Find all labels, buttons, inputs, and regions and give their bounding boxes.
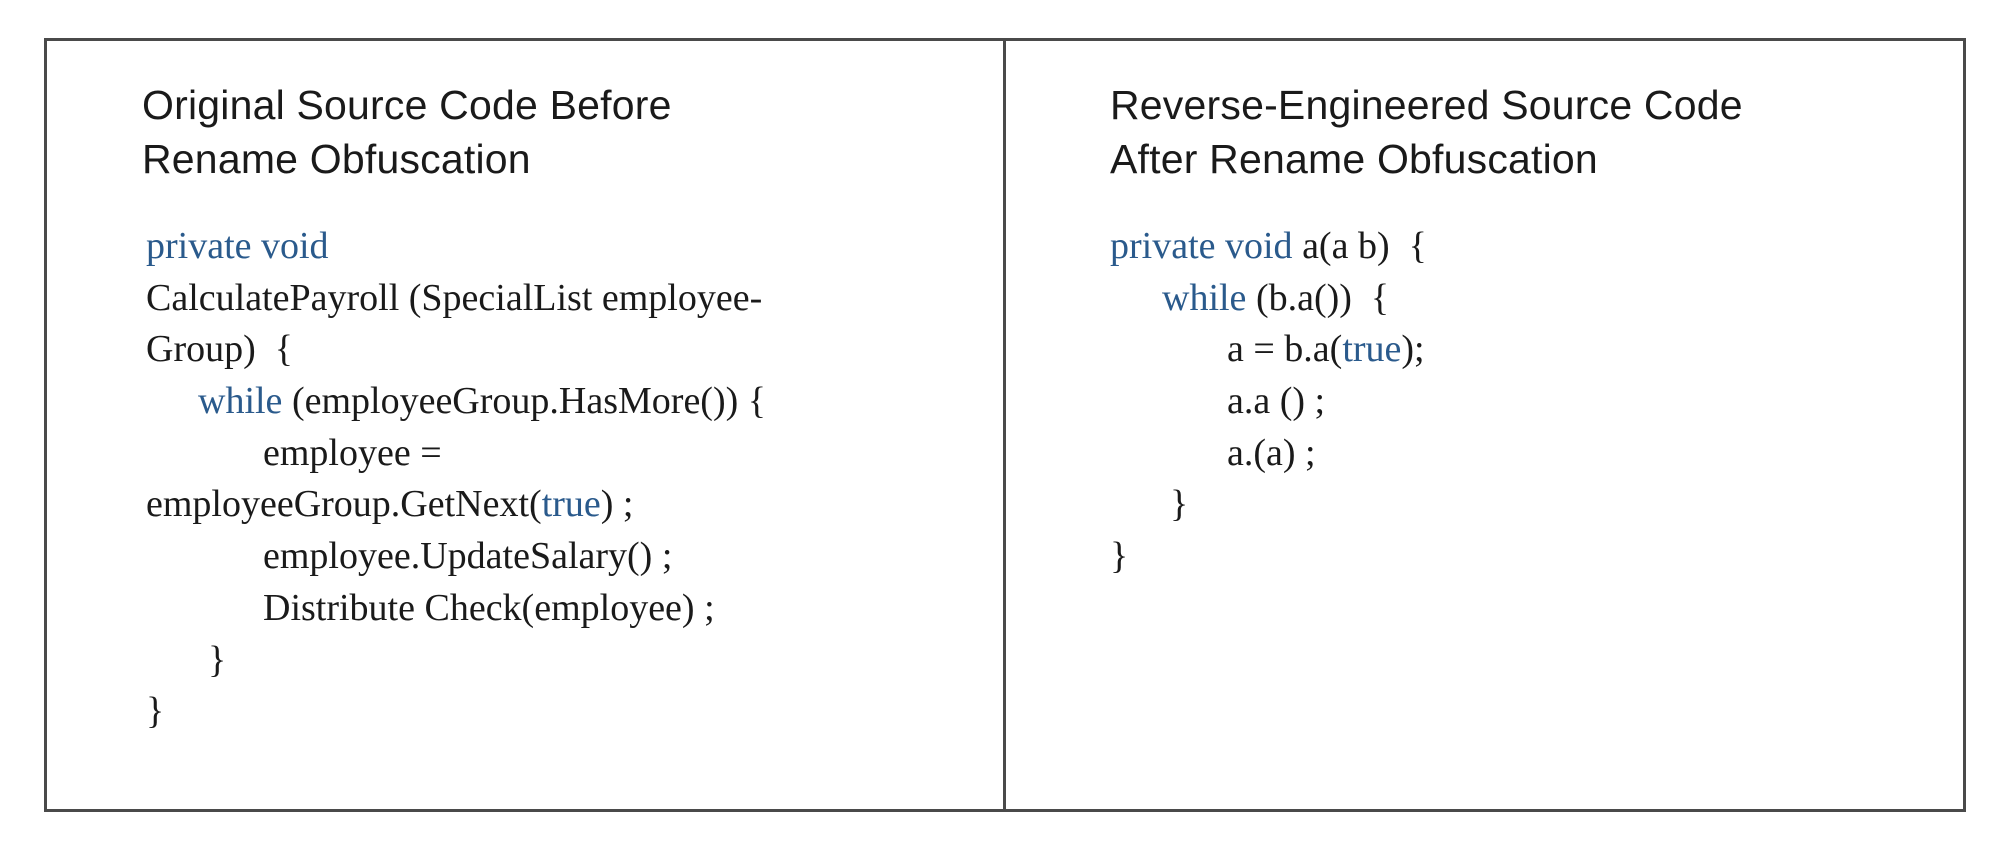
obfuscated-panel-title: Reverse-Engineered Source Code After Ren… [1110, 78, 1743, 186]
code-text: } [1110, 535, 1129, 578]
code-text: a(a b) { [1292, 225, 1427, 267]
panel-divider [1003, 38, 1006, 812]
code-text: } [1170, 483, 1189, 526]
code-line: Distribute Check(employee) ; [146, 583, 766, 635]
code-line: while (b.a()) { [1110, 273, 1427, 325]
code-text: Distribute Check(employee) ; [263, 586, 715, 629]
code-text: ); [1401, 328, 1425, 371]
code-line: private void a(a b) { [1110, 221, 1427, 273]
code-text: a.(a) ; [1227, 431, 1316, 474]
code-text: CalculatePayroll (SpecialList employee- [146, 276, 763, 319]
code-text: (employeeGroup.HasMore()) { [282, 380, 767, 423]
code-line: employee.UpdateSalary() ; [146, 531, 766, 583]
code-text: employee.UpdateSalary() ; [263, 535, 673, 578]
code-keyword: while [1162, 276, 1247, 319]
code-line: a = b.a(true); [1110, 324, 1427, 376]
code-keyword: private void [146, 225, 329, 267]
code-text: ) ; [600, 483, 634, 526]
code-text: } [146, 690, 165, 733]
original-title-line-1: Original Source Code Before [142, 82, 672, 128]
code-line: a.a () ; [1110, 376, 1427, 428]
code-line: } [1110, 479, 1427, 531]
code-line: CalculatePayroll (SpecialList employee- [146, 273, 766, 325]
code-line: } [1110, 531, 1427, 583]
obfuscated-title-line-1: Reverse-Engineered Source Code [1110, 82, 1743, 128]
code-keyword: true [541, 483, 601, 526]
code-line: } [146, 635, 766, 687]
code-text: a = b.a( [1227, 328, 1343, 371]
code-keyword: true [1342, 328, 1402, 371]
code-text: employeeGroup.GetNext( [146, 483, 542, 526]
obfuscated-title-line-2: After Rename Obfuscation [1110, 136, 1598, 182]
code-text: } [208, 638, 227, 681]
code-line: employeeGroup.GetNext(true) ; [146, 479, 766, 531]
code-line: while (employeeGroup.HasMore()) { [146, 376, 766, 428]
code-line: Group) { [146, 324, 766, 376]
code-keyword: private void [1110, 225, 1293, 267]
code-line: employee = [146, 428, 766, 480]
code-text: Group) { [146, 328, 293, 371]
code-line: } [146, 686, 766, 738]
original-title-line-2: Rename Obfuscation [142, 136, 531, 182]
code-line: private void [146, 221, 766, 273]
code-text: employee = [263, 431, 442, 474]
code-keyword: while [198, 380, 283, 423]
code-text: a.a () ; [1227, 380, 1326, 423]
code-line: a.(a) ; [1110, 428, 1427, 480]
original-panel-title: Original Source Code Before Rename Obfus… [142, 78, 672, 186]
code-text: (b.a()) { [1246, 276, 1390, 319]
obfuscated-code-block: private void a(a b) {while (b.a()) {a = … [1110, 221, 1427, 583]
